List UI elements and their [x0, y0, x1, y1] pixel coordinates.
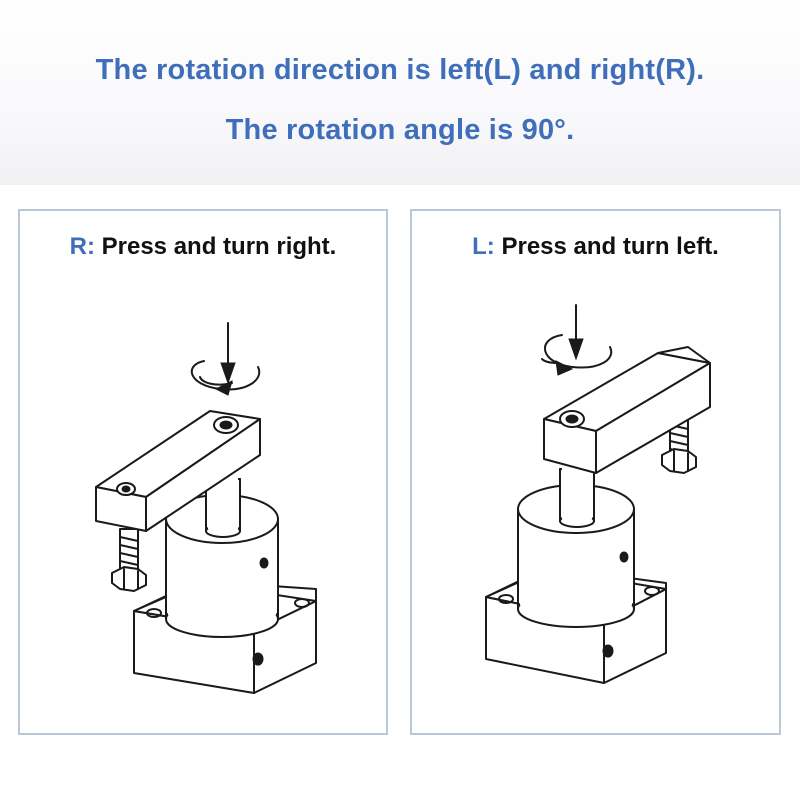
panel-caption: R: Press and turn right.: [20, 233, 386, 261]
rotation-arrow-icon: [541, 304, 613, 376]
adjust-screw: [661, 416, 697, 474]
panel-turn-left: L: Press and turn left.: [410, 209, 781, 735]
cylinder-body: [165, 494, 279, 638]
direction-key-l: L:: [472, 233, 495, 260]
panel-caption: L: Press and turn left.: [412, 233, 779, 261]
header-band: The rotation direction is left(L) and ri…: [0, 0, 800, 185]
swing-clamp-right-drawing: [95, 322, 317, 694]
rotation-arrow-icon: [190, 322, 261, 396]
headline-rotation-direction: The rotation direction is left(L) and ri…: [95, 54, 705, 86]
piston-rod: [559, 467, 595, 528]
panel-turn-right: R: Press and turn right.: [18, 209, 388, 735]
headline-rotation-angle: The rotation angle is 90°.: [225, 114, 575, 146]
direction-key-r: R:: [69, 233, 95, 260]
adjust-screw: [111, 528, 147, 592]
clamp-arm: [95, 410, 261, 532]
swing-clamp-left-drawing: [485, 304, 711, 684]
clamp-arm: [543, 346, 711, 474]
caption-text: Press and turn right.: [101, 233, 337, 260]
caption-text: Press and turn left.: [501, 233, 719, 260]
